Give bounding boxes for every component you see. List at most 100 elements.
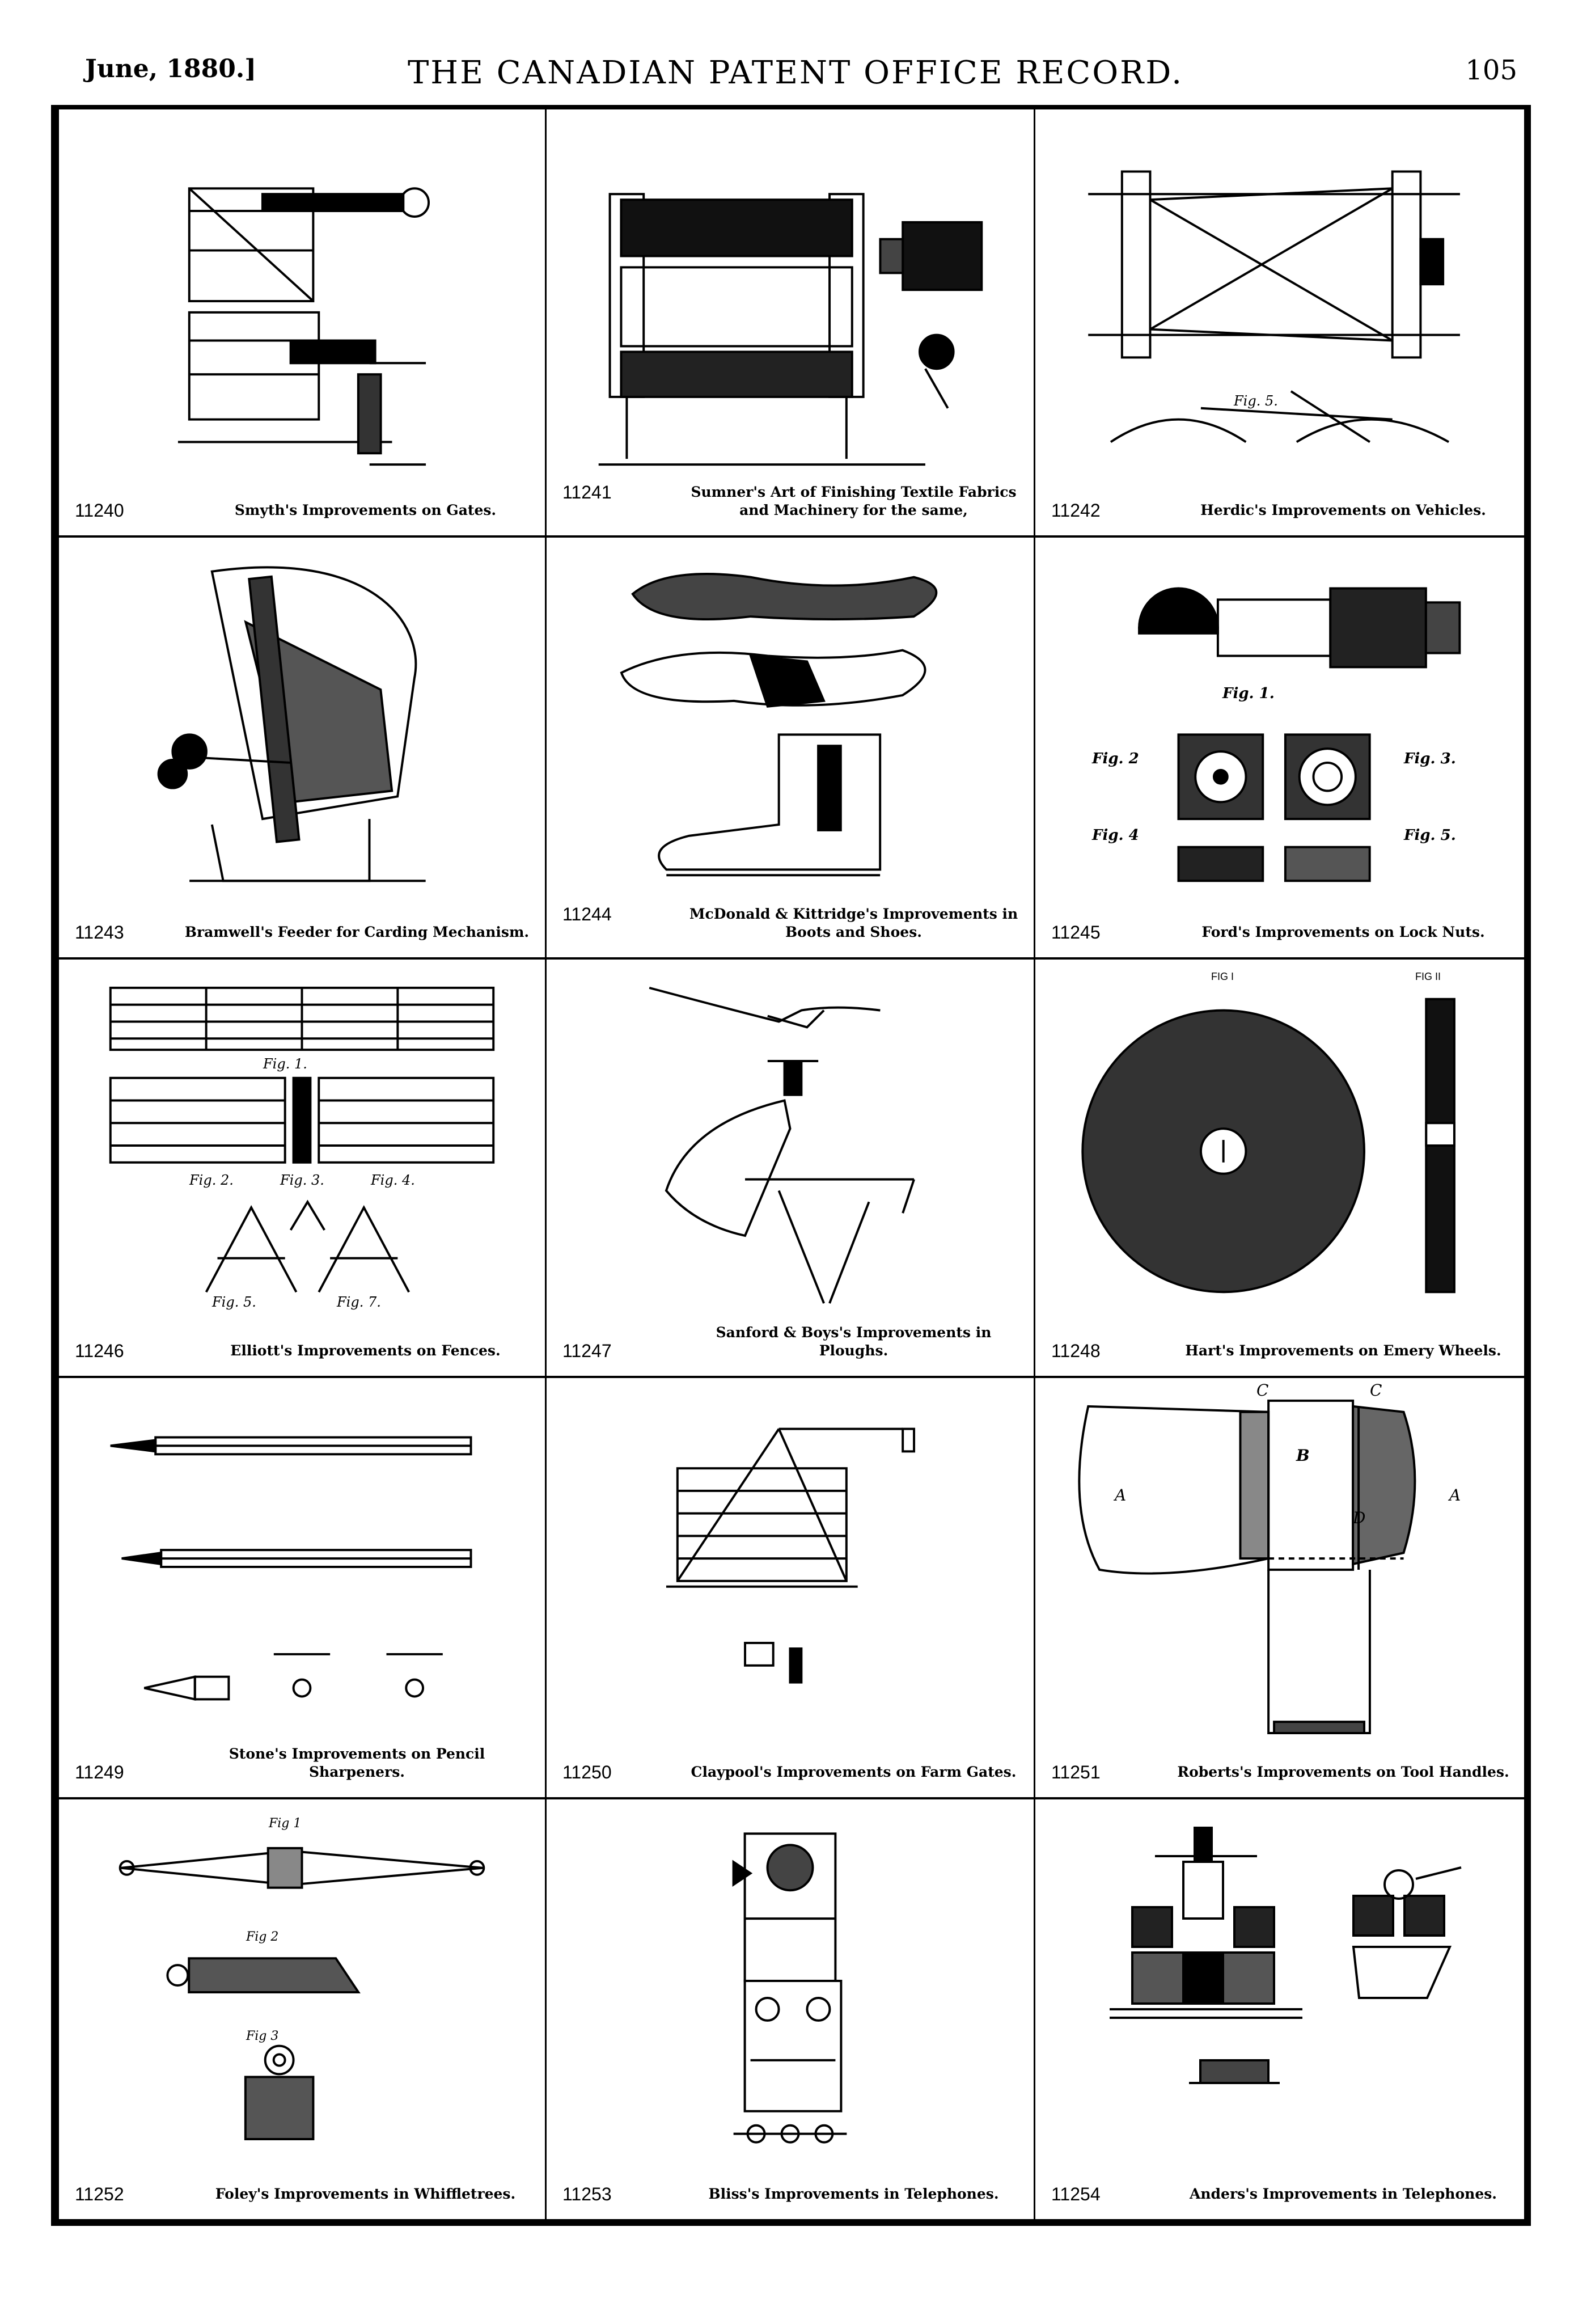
figure-label: Fig. 1. [1222, 685, 1275, 702]
patent-caption: 11240 Smyth's Improvements on Gates. [75, 501, 531, 519]
patent-cell-11254: 11254 Anders's Improvements in Telephone… [1035, 1799, 1524, 2219]
telephone-apparatus-drawing-icon [1052, 1816, 1507, 2157]
patent-cell-11244: 11244 McDonald & Kittridge's Improvement… [547, 538, 1035, 960]
patent-caption: 11246 Elliott's Improvements on Fences. [75, 1342, 531, 1360]
patent-title: Sumner's Art of Finishing Textile Fabric… [691, 484, 1017, 518]
patent-cell-11246: Fig. 1. Fig. 2. Fig. 3. Fig. 4. Fig. 5. … [59, 960, 547, 1378]
figure-label: Fig. 4 [1092, 827, 1139, 844]
patent-cell-11242: Fig. 5. 11242 Herdic's Improvements on V… [1035, 109, 1524, 538]
gate-drawing-icon [76, 126, 528, 473]
patent-number: 11250 [562, 1762, 612, 1782]
patent-number: 11241 [562, 482, 612, 502]
patent-caption: 11243 Bramwell's Feeder for Carding Mech… [75, 923, 531, 941]
figure-label: A [1115, 1486, 1127, 1505]
patent-number: 11252 [75, 2184, 124, 2204]
patent-number: 11248 [1051, 1341, 1101, 1361]
patent-cell-11240: 11240 Smyth's Improvements on Gates. [59, 109, 547, 538]
patent-cell-11241: 11241 Sumner's Art of Finishing Textile … [547, 109, 1035, 538]
patent-title: Bliss's Improvements in Telephones. [708, 2186, 999, 2202]
fence-drawing-icon: Fig. 1. Fig. 2. Fig. 3. Fig. 4. Fig. 5. … [76, 977, 528, 1313]
patent-title: McDonald & Kittridge's Improvements in B… [689, 906, 1018, 940]
page-number: 105 [1465, 54, 1517, 86]
pencil-sharpener-drawing-icon [76, 1395, 528, 1735]
patent-caption: 11254 Anders's Improvements in Telephone… [1051, 2185, 1510, 2203]
patent-cell-11245: Fig. 1. Fig. 2 Fig. 3. Fig. 4 Fig. 5. 11… [1035, 538, 1524, 960]
patent-number: 11253 [562, 2184, 612, 2204]
patent-cell-11251: A A B C C D 11251 Roberts's Improvements… [1035, 1378, 1524, 1799]
figure-label: Fig 1 [269, 1816, 302, 1831]
figure-label: Fig. 4. [371, 1172, 415, 1188]
figure-label: Fig. 7. [337, 1294, 381, 1310]
vehicle-frame-drawing-icon: Fig. 5. [1052, 126, 1507, 473]
patent-title: Roberts's Improvements on Tool Handles. [1177, 1764, 1509, 1780]
patent-title: Herdic's Improvements on Vehicles. [1200, 502, 1486, 518]
patent-title: Smyth's Improvements on Gates. [234, 502, 497, 518]
patent-number: 11243 [75, 922, 124, 943]
plough-drawing-icon [564, 977, 1017, 1313]
figure-label: D [1353, 1509, 1366, 1527]
patent-caption: 11244 McDonald & Kittridge's Improvement… [562, 905, 1020, 941]
patent-number: 11242 [1051, 500, 1101, 521]
figure-label: Fig. 3. [1404, 750, 1456, 767]
patent-title: Hart's Improvements on Emery Wheels. [1185, 1342, 1501, 1359]
patent-cell-11252: Fig 1 Fig 2 Fig 3 11252 Foley's Improvem… [59, 1799, 547, 2219]
page-header: June, 1880.] THE CANADIAN PATENT OFFICE … [0, 54, 1591, 117]
figure-label: FIG II [1415, 971, 1441, 982]
figure-label: C [1370, 1381, 1382, 1400]
telephone-drawing-icon [564, 1816, 1017, 2157]
patent-title: Ford's Improvements on Lock Nuts. [1201, 924, 1485, 940]
patent-caption: 11251 Roberts's Improvements on Tool Han… [1051, 1763, 1510, 1781]
figure-label: FIG I [1211, 971, 1234, 982]
patent-number: 11249 [75, 1762, 124, 1782]
publication-title: THE CANADIAN PATENT OFFICE RECORD. [407, 54, 1184, 91]
farm-gate-drawing-icon [564, 1395, 1017, 1735]
figure-label: Fig. 5. [212, 1294, 256, 1310]
figure-label: Fig. 2 [1092, 750, 1139, 767]
patent-title: Anders's Improvements in Telephones. [1189, 2186, 1497, 2202]
figure-label: Fig 2 [246, 1930, 279, 1944]
patent-caption: 11250 Claypool's Improvements on Farm Ga… [562, 1763, 1020, 1781]
patent-title: Bramwell's Feeder for Carding Mechanism. [184, 924, 530, 940]
patent-caption: 11249 Stone's Improvements on Pencil Sha… [75, 1745, 531, 1781]
patent-caption: 11253 Bliss's Improvements in Telephones… [562, 2185, 1020, 2203]
patent-cell-11247: 11247 Sanford & Boys's Improvements in P… [547, 960, 1035, 1378]
whiffletree-drawing-icon: Fig 1 Fig 2 Fig 3 [76, 1816, 528, 2157]
lock-nut-drawing-icon: Fig. 1. Fig. 2 Fig. 3. Fig. 4 Fig. 5. [1052, 555, 1507, 895]
tool-handle-drawing-icon: A A B C C D [1052, 1381, 1507, 1735]
figure-label: Fig. 1. [263, 1056, 307, 1072]
carding-feeder-drawing-icon [76, 555, 528, 895]
figure-label: Fig. 2. [189, 1172, 234, 1188]
patent-number: 11240 [75, 500, 124, 521]
patent-cell-11248: FIG I FIG II 11248 Hart's Improvements o… [1035, 960, 1524, 1378]
figure-label: C [1256, 1381, 1269, 1400]
patent-caption: 11241 Sumner's Art of Finishing Textile … [562, 483, 1020, 519]
patent-number: 11247 [562, 1341, 612, 1361]
figure-label: A [1449, 1486, 1461, 1505]
patent-title: Elliott's Improvements on Fences. [230, 1342, 501, 1359]
patent-caption: 11248 Hart's Improvements on Emery Wheel… [1051, 1342, 1510, 1360]
patent-caption: 11252 Foley's Improvements in Whiffletre… [75, 2185, 531, 2203]
figure-label: Fig. 5. [1234, 393, 1278, 409]
figure-label: Fig. 3. [280, 1172, 324, 1188]
patent-title: Sanford & Boys's Improvements in Ploughs… [716, 1324, 992, 1359]
issue-date: June, 1880.] [85, 54, 257, 83]
patent-title: Foley's Improvements in Whiffletrees. [215, 2186, 516, 2202]
patent-number: 11254 [1051, 2184, 1101, 2204]
figure-label: B [1296, 1446, 1310, 1465]
textile-machine-drawing-icon [564, 126, 1017, 473]
patent-number: 11251 [1051, 1762, 1101, 1782]
patent-cell-11243: 11243 Bramwell's Feeder for Carding Mech… [59, 538, 547, 960]
patent-number: 11246 [75, 1341, 124, 1361]
patent-caption: 11242 Herdic's Improvements on Vehicles. [1051, 501, 1510, 519]
patent-title: Claypool's Improvements on Farm Gates. [691, 1764, 1017, 1780]
boots-shoes-drawing-icon [564, 555, 1017, 895]
page-frame [51, 105, 1531, 2226]
patent-cell-11253: 11253 Bliss's Improvements in Telephones… [547, 1799, 1035, 2219]
patent-cell-11250: 11250 Claypool's Improvements on Farm Ga… [547, 1378, 1035, 1799]
patent-cell-11249: 11249 Stone's Improvements on Pencil Sha… [59, 1378, 547, 1799]
figure-label: Fig 3 [246, 2029, 279, 2043]
figure-label: Fig. 5. [1404, 827, 1456, 844]
patent-number: 11245 [1051, 922, 1101, 943]
patent-grid: 11240 Smyth's Improvements on Gates. 112… [59, 109, 1524, 2219]
patent-title: Stone's Improvements on Pencil Sharpener… [229, 1746, 485, 1780]
